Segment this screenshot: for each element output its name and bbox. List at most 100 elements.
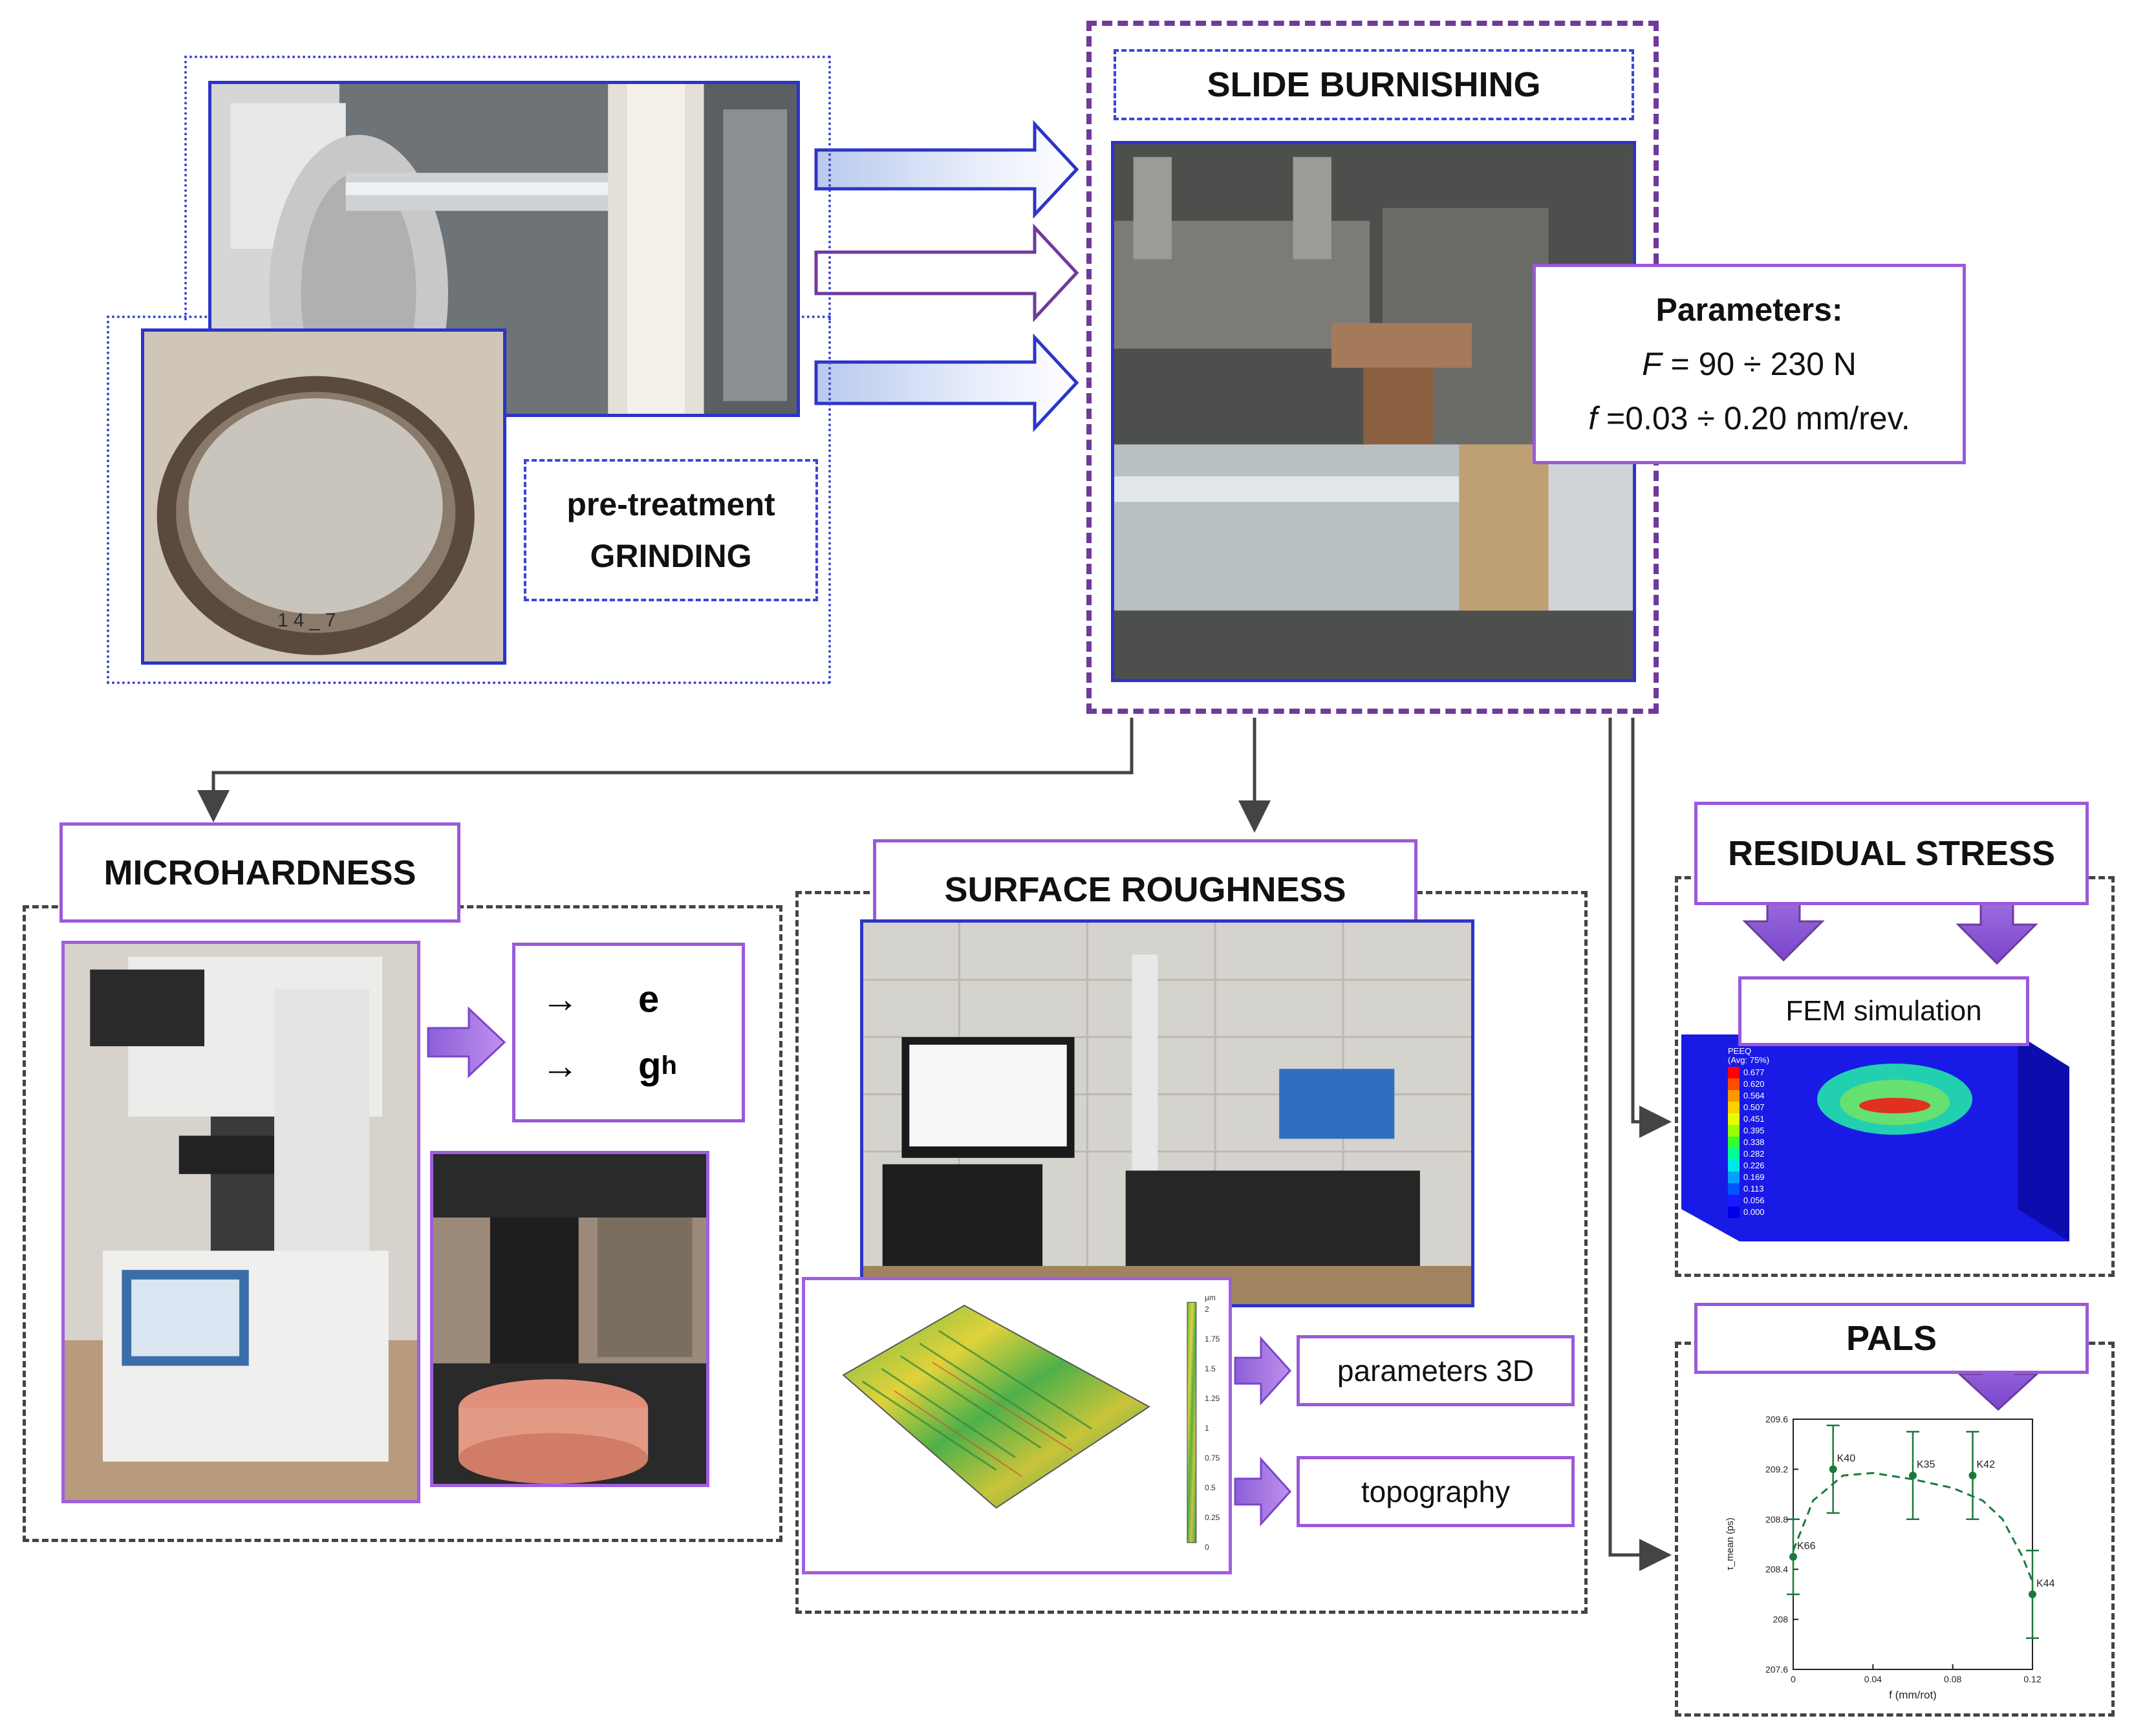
output-arrow-2: → [541,1044,579,1087]
surface-roughness-title-text: SURFACE ROUGHNESS [944,870,1346,909]
pals-y-tick-label: 208.4 [1765,1564,1788,1574]
colorbar-unit: µm [1205,1293,1216,1302]
fem-simulation-text: FEM simulation [1785,995,1982,1027]
fem-legend-swatch [1728,1078,1740,1090]
roughness-output-2-text: topography [1361,1475,1511,1508]
fem-legend-subtitle: (Avg: 75%) [1728,1055,1770,1065]
pretreatment-line1: pre-treatment [566,486,775,522]
pals-y-tick-label: 209.6 [1765,1414,1788,1424]
pals-data-point [1968,1472,1977,1480]
pals-x-tick-label: 0 [1791,1674,1796,1684]
fem-legend-value: 0.226 [1743,1161,1765,1170]
colorbar-tick: 0.25 [1205,1513,1220,1522]
pals-fit-curve [1792,1472,2034,1583]
output-arrow-1: → [541,978,579,1020]
roughness-output-arrow-1 [1234,1336,1292,1406]
feed-symbol: f [1588,400,1598,436]
fem-legend-value: 0.056 [1743,1195,1765,1205]
fem-legend-value: 0.338 [1743,1137,1765,1147]
fem-legend-value: 0.000 [1743,1207,1765,1217]
topography-3d-plot: µm 2 1.75 1.5 1.25 1 0.75 0.5 0.25 0 [802,1277,1232,1574]
pals-title: PALS [1694,1303,2089,1374]
fem-legend-value: 0.564 [1743,1091,1765,1100]
output-subscript-h: h [661,1051,677,1080]
fem-legend-value: 0.451 [1743,1114,1765,1124]
output-symbol-g: g [638,1044,662,1087]
parameters-feed: f =0.03 ÷ 0.20 mm/rev. [1588,391,1910,445]
fem-legend-swatch [1728,1206,1740,1218]
microhardness-title-text: MICROHARDNESS [103,853,416,892]
fem-legend-swatch [1728,1172,1740,1183]
pals-data-point [1829,1465,1837,1473]
slide-burnishing-title: SLIDE BURNISHING [1114,49,1634,120]
roughness-output-1-text: parameters 3D [1337,1354,1535,1388]
roughness-output-arrow-2 [1234,1457,1292,1527]
fem-legend-swatch [1728,1125,1740,1137]
pals-point-label: K42 [1977,1459,1996,1470]
svg-text:1 4 _ 7: 1 4 _ 7 [277,610,336,631]
residual-stress-title: RESIDUAL STRESS [1694,802,2089,905]
parameters-title: Parameters: [1655,292,1843,328]
fem-legend-swatch [1728,1090,1740,1102]
block-arrow-top [814,120,1079,219]
fem-simulation-label: FEM simulation [1738,976,2029,1046]
pals-data-point [2029,1590,2036,1598]
bearing-ring-photo: 1 4 _ 7 [141,328,506,665]
pals-x-tick-label: 0.08 [1944,1674,1961,1684]
pals-data-point [1789,1552,1797,1561]
fem-legend-swatch [1728,1160,1740,1172]
pals-point-label: K66 [1797,1541,1816,1552]
slide-burnishing-title-text: SLIDE BURNISHING [1207,65,1541,104]
colorbar-tick: 1.25 [1205,1394,1220,1403]
fem-legend-value: 0.677 [1743,1067,1765,1077]
profilometer-lab-photo [860,919,1474,1307]
microhardness-output-arrow [427,1006,506,1078]
fem-legend-swatch [1728,1148,1740,1160]
pals-point-label: K35 [1917,1459,1935,1470]
fem-legend-value: 0.395 [1743,1126,1765,1135]
roughness-colorbar-labels: µm 2 1.75 1.5 1.25 1 0.75 0.5 0.25 0 [1205,1293,1229,1552]
connector-to-microhardness [197,718,1134,822]
fem-legend-swatch [1728,1137,1740,1148]
pretreatment-line2: GRINDING [590,538,752,574]
connector-to-pals [1608,718,1672,1571]
fem-simulation-image [1681,1028,2069,1245]
fem-legend-value: 0.507 [1743,1102,1765,1112]
parameters-box: Parameters: F = 90 ÷ 230 N f =0.03 ÷ 0.2… [1533,264,1966,464]
fem-legend-swatch [1728,1195,1740,1206]
pals-y-axis-label: τ_mean (ps) [1725,1517,1736,1570]
colorbar-tick: 0.5 [1205,1483,1216,1492]
fem-legend-swatch [1728,1183,1740,1195]
colorbar-tick: 1.5 [1205,1364,1216,1373]
roughness-output-topography: topography [1297,1456,1575,1527]
pals-x-axis-label: f (mm/rot) [1889,1689,1937,1701]
pals-data-point [1909,1472,1917,1480]
fem-legend-swatch [1728,1102,1740,1113]
microhardness-output-row-1: → e [541,973,735,1025]
colorbar-tick: 1 [1205,1424,1209,1433]
pals-point-label: K44 [2036,1578,2055,1589]
roughness-output-parameters-3d: parameters 3D [1297,1335,1575,1406]
force-range: = 90 ÷ 230 N [1661,346,1857,382]
grinding-group-outline-top [184,56,831,321]
burnishing-machine-photo [1111,141,1636,682]
parameters-force: F = 90 ÷ 230 N [1642,337,1857,391]
feed-range: =0.03 ÷ 0.20 mm/rev. [1597,400,1910,436]
pals-x-tick-label: 0.12 [2023,1674,2041,1684]
fem-legend-value: 0.113 [1743,1184,1764,1194]
pretreatment-label: pre-treatment GRINDING [524,459,818,601]
fem-legend-value: 0.620 [1743,1079,1765,1089]
pals-y-tick-label: 209.2 [1765,1464,1788,1474]
pals-y-tick-label: 208 [1773,1614,1789,1625]
pals-title-text: PALS [1846,1319,1937,1358]
fem-legend-swatch [1728,1113,1740,1125]
connector-to-residual-stress [1631,718,1672,1138]
residual-stress-title-text: RESIDUAL STRESS [1727,834,2056,873]
indenter-closeup-photo [430,1151,709,1487]
